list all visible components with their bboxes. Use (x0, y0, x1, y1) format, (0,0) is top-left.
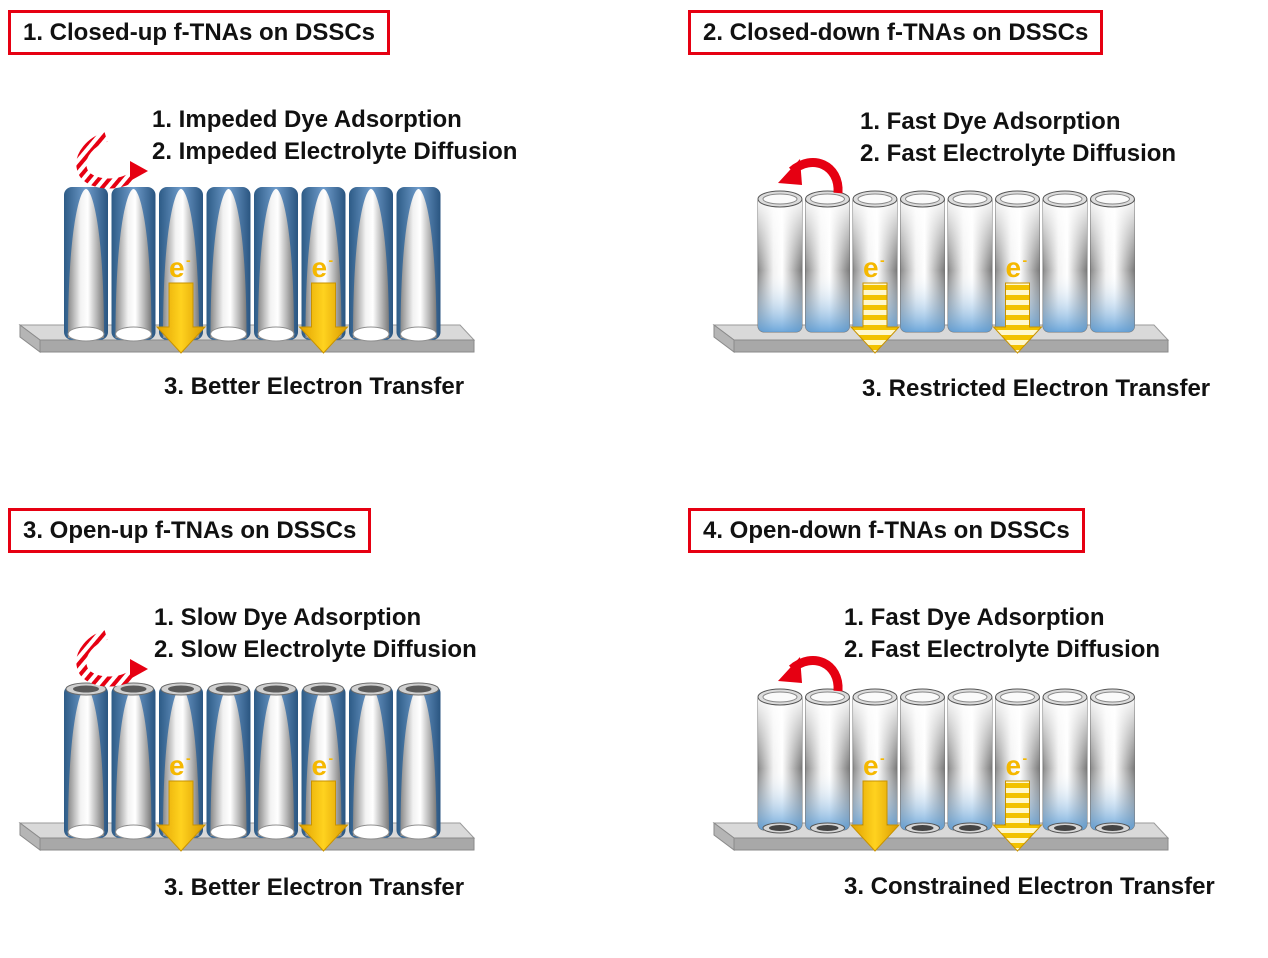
electron-symbol: e (1006, 252, 1022, 283)
nanotube (900, 190, 945, 333)
electron-transfer-label: 3. Better Electron Transfer (164, 874, 465, 901)
nanotube-array-diagram: e-e- (712, 158, 1170, 354)
panel-title: 4. Open-down f-TNAs on DSSCs (688, 508, 1085, 553)
electron-flow-arrow: e- (298, 750, 349, 852)
nanotube (64, 682, 108, 840)
electron-flow-arrow: e- (849, 750, 901, 852)
electron-symbol: e (169, 750, 185, 781)
nanotube (1042, 688, 1088, 834)
panel-title: 1. Closed-up f-TNAs on DSSCs (8, 10, 391, 55)
electron-charge: - (1023, 750, 1028, 766)
nanotube (349, 682, 393, 840)
electron-transfer-label: 3. Better Electron Transfer (164, 373, 465, 400)
electron-charge: - (880, 750, 885, 766)
electron-symbol: e (1006, 750, 1022, 781)
electron-flow-arrow: e- (155, 252, 207, 354)
panel-title: 2. Closed-down f-TNAs on DSSCs (688, 10, 1104, 55)
property-dye-adsorption: 1. Impeded Dye Adsorption (152, 106, 462, 133)
electron-symbol: e (863, 252, 879, 283)
electron-flow-arrow: e- (992, 252, 1043, 354)
nanotube (254, 682, 298, 840)
nanotube (1090, 688, 1135, 834)
property-dye-adsorption: 1. Slow Dye Adsorption (154, 604, 422, 631)
nanotube-array-diagram: e-e- (18, 132, 476, 354)
nanotube (805, 688, 850, 834)
nanotube-array-diagram: e-e- (712, 656, 1170, 852)
curved-arrow-icon (76, 132, 148, 189)
nanotube (900, 688, 945, 834)
nanotube (947, 190, 993, 333)
electron-charge: - (329, 750, 334, 766)
panel-closed-down: 2. Closed-down f-TNAs on DSSCs 1. Fast D… (688, 10, 1268, 460)
curved-arrow-icon (778, 158, 843, 194)
nanotube (757, 190, 803, 333)
nanotube (64, 187, 108, 342)
nanotube-array (64, 682, 441, 840)
property-dye-adsorption: 1. Fast Dye Adsorption (860, 108, 1121, 135)
nanotube (206, 187, 251, 342)
electron-charge: - (186, 750, 191, 766)
nanotube-array-diagram: e-e- (18, 630, 476, 852)
nanotube-array (757, 190, 1135, 333)
property-electrolyte-diffusion: 2. Fast Electrolyte Diffusion (860, 140, 1177, 167)
nanotube (805, 190, 850, 333)
nanotube (396, 187, 441, 342)
electron-charge: - (1023, 252, 1028, 268)
panel-closed-up: 1. Closed-up f-TNAs on DSSCs 1. Impeded … (8, 10, 628, 460)
nanotube (349, 187, 393, 342)
electron-flow-arrow: e- (992, 750, 1043, 852)
property-dye-adsorption: 1. Fast Dye Adsorption (844, 604, 1105, 631)
property-list: 1. Fast Dye Adsorption 2. Fast Electroly… (844, 602, 1160, 666)
nanotube (206, 682, 251, 840)
electron-symbol: e (312, 750, 328, 781)
electron-transfer-label: 3. Restricted Electron Transfer (862, 375, 1211, 402)
panel-open-down: 4. Open-down f-TNAs on DSSCs 1. Fast Dye… (688, 508, 1268, 958)
electron-charge: - (186, 252, 191, 268)
nanotube (947, 688, 993, 834)
electron-charge: - (329, 252, 334, 268)
nanotube (1090, 190, 1135, 333)
nanotube-array (757, 688, 1135, 834)
property-list: 1. Fast Dye Adsorption 2. Fast Electroly… (860, 106, 1176, 170)
property-electrolyte-diffusion: 2. Impeded Electrolyte Diffusion (152, 138, 518, 165)
electron-transfer-label: 3. Constrained Electron Transfer (844, 873, 1215, 900)
curved-arrow-icon (778, 656, 843, 692)
electron-flow-arrow: e- (298, 252, 349, 354)
nanotube (396, 682, 441, 840)
property-electrolyte-diffusion: 2. Fast Electrolyte Diffusion (844, 636, 1161, 663)
electron-symbol: e (312, 252, 328, 283)
nanotube (254, 187, 298, 342)
electron-flow-arrow: e- (155, 750, 207, 852)
nanotube-array (64, 187, 441, 342)
electron-charge: - (880, 252, 885, 268)
nanotube (111, 187, 156, 342)
nanotube (1042, 190, 1088, 333)
property-electrolyte-diffusion: 2. Slow Electrolyte Diffusion (154, 636, 477, 663)
electron-flow-arrow: e- (849, 252, 901, 354)
electron-symbol: e (863, 750, 879, 781)
panel-open-up: 3. Open-up f-TNAs on DSSCs 1. Slow Dye A… (8, 508, 628, 958)
nanotube (111, 682, 156, 840)
nanotube (757, 688, 803, 834)
property-list: 1. Slow Dye Adsorption 2. Slow Electroly… (154, 602, 477, 666)
curved-arrow-icon (76, 630, 148, 687)
electron-symbol: e (169, 252, 185, 283)
panel-title: 3. Open-up f-TNAs on DSSCs (8, 508, 372, 553)
property-list: 1. Impeded Dye Adsorption 2. Impeded Ele… (152, 104, 517, 168)
